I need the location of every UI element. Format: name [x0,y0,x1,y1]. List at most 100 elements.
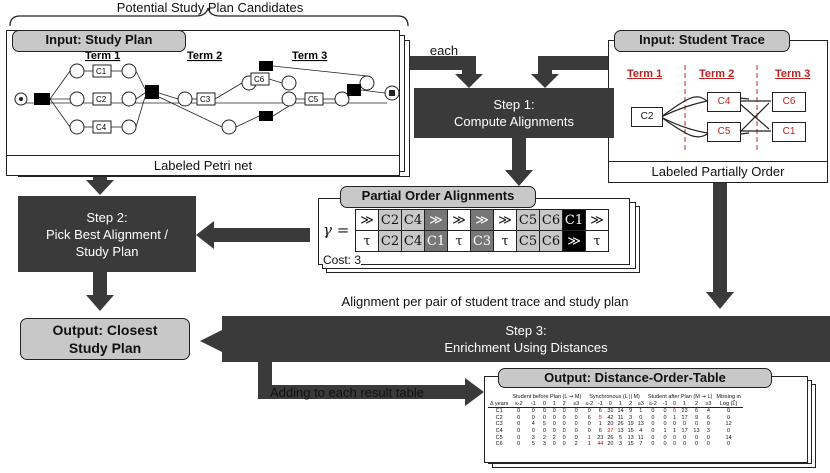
table-cell: 23 [681,408,688,415]
table-cell: 7 [639,441,643,448]
plan-course-c5: C5 [308,95,319,104]
table-cell: 0 [574,427,578,434]
table-cell: 6 [672,408,676,415]
table-cell: 0 [663,414,667,421]
table-cell: 0 [517,414,521,421]
table-cell: 0 [727,408,731,415]
table-cell: 6 [587,414,591,421]
arrow-step1-down [512,138,526,174]
table-sub-header-cell: -1 [597,400,603,407]
table-cell: 0 [651,414,655,421]
table-cell: 0 [663,408,667,415]
align-cell: C5 [516,209,540,231]
table-cell: 0 [531,427,535,434]
table-sub-header-cell: ≥3 [573,400,580,407]
align-cell: C2 [378,209,402,231]
table-cell: 0 [651,408,655,415]
table-cell: 1 [672,414,676,421]
align-cell: τ [585,230,609,252]
align-cell: τ [493,230,517,252]
table-sub-header-cell: ≥3 [637,400,644,407]
table-cell: 14 [725,434,732,441]
step3-line2: Enrichment Using Distances [444,340,608,355]
group-after: Student after Plan (M ⇝ L) [647,394,713,400]
table-sub-header-cell: Δ years [490,400,509,407]
table-cell: 3 [542,441,546,448]
gamma-label: γ = [323,221,350,239]
table-cell: 0 [562,441,566,448]
arrow-trace-h [540,56,612,70]
table-cell: 42 [607,414,614,421]
table-cell: C5 [495,434,503,441]
table-cell: C1 [495,408,503,415]
table-cell: 0 [651,427,655,434]
arrow-step1-head [505,170,533,186]
plan-term-3: Term 3 [292,50,327,62]
table-group-header: Student before Plan (L ⇝ M) Synchronous … [488,394,743,401]
table-cell: 0 [727,414,731,421]
table-cell: 0 [552,427,556,434]
table-cell: 6 [598,427,602,434]
table-cell: 0 [517,427,521,434]
alignment-bottom-row: τ C2 C4 C1 τ C3 τ C5 C6 ≫ τ [355,230,609,252]
table-cell: 0 [574,408,578,415]
arrow-trace-down [713,182,727,294]
table-cell: 5 [618,434,623,441]
table-cell: 0 [683,421,687,428]
student-trace-title: Input: Student Trace [614,30,790,52]
output-closest-line1: Output: Closest [52,322,158,338]
trace-node-c4: C4 [707,92,741,112]
step1-box: Step 1: Compute Alignments [414,88,614,138]
table-cell: 6 [694,408,699,415]
table-cell: 13 [637,421,644,428]
table-cell: 0 [552,414,556,421]
table-cell: 15 [627,441,634,448]
table-cell: 0 [683,434,687,441]
align-cell: C5 [516,230,540,252]
distance-order-table: Student before Plan (L ⇝ M) Synchronous … [488,394,743,448]
table-cell: 4 [706,408,710,415]
table-cell: 27 [607,427,614,434]
table-cell: 0 [542,414,546,421]
table-cell: 0 [542,408,546,415]
arrow-step3-left-head [200,330,222,352]
arrow-step2-head [86,295,114,311]
table-cell: 0 [574,421,578,428]
table-cell: 5 [542,421,546,428]
align-cell: ≫ [470,209,494,231]
table-cell: 1 [587,434,591,441]
step3-box: Step 3: Enrichment Using Distances [222,316,830,362]
table-cell: 0 [574,434,578,441]
table-cell: 13 [627,434,634,441]
trace-node-c6: C6 [772,92,806,112]
table-cell: 9 [694,414,699,421]
alignment-caption: Alignment per pair of student trace and … [341,294,629,309]
arrow-plan-head [86,180,114,195]
table-cell: 0 [639,414,643,421]
table-cell: 12 [725,421,732,428]
arrow-trace-v [538,56,552,76]
group-sync: Synchronous (L || M) [589,394,640,400]
table-cell: 0 [672,421,676,428]
table-cell: 0 [706,421,710,428]
table-cell: 9 [629,408,633,415]
table-cell: 3 [618,441,623,448]
table-cell: 20 [607,441,614,448]
table-cell: 0 [706,441,710,448]
alignment-table: ≫ C2 C4 ≫ ≫ ≫ ≫ C5 C6 C1 ≫ τ C2 C4 C1 τ … [355,209,609,252]
trace-caption: Labeled Partially Order [651,164,785,179]
table-cell: 0 [574,414,578,421]
plan-course-c1: C1 [96,67,107,76]
step2-box: Step 2: Pick Best Alignment / Study Plan [18,196,196,272]
table-cell: 2 [552,434,556,441]
alignment-title: Partial Order Alignments [340,186,536,208]
arrow-add-head [465,378,484,406]
table-cell: 0 [672,441,676,448]
